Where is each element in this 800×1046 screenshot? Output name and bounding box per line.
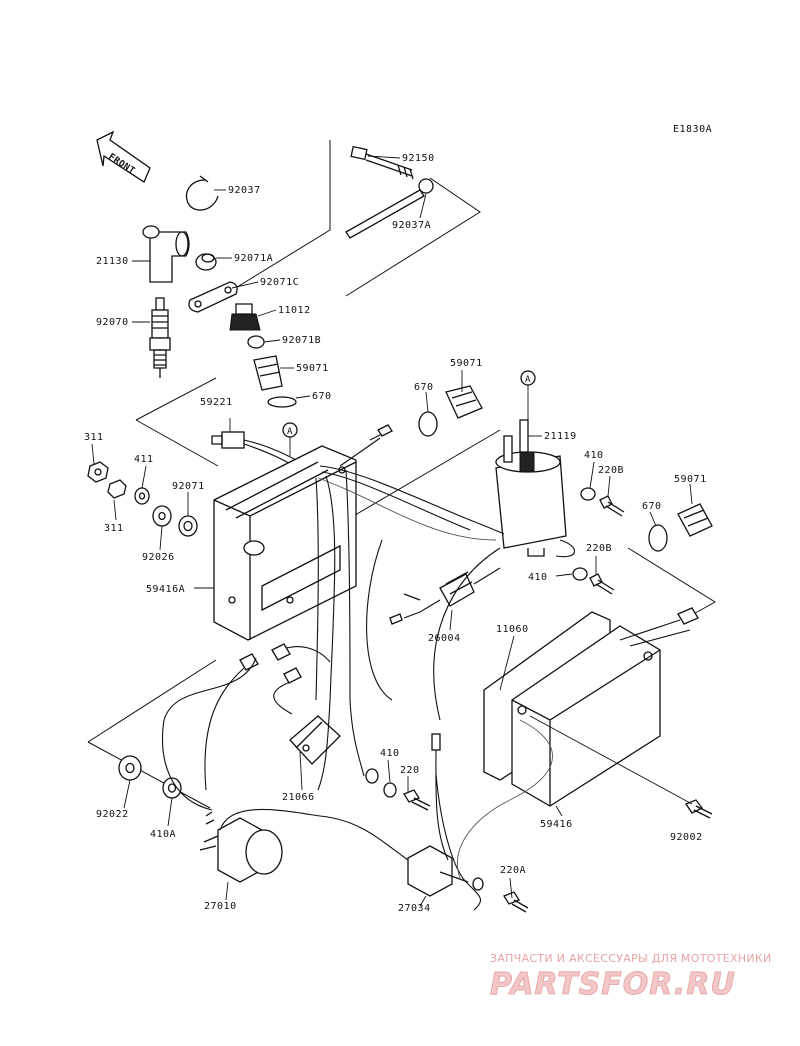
label-410A: 410A xyxy=(150,829,176,840)
label-220B-upper: 220B xyxy=(598,465,624,476)
spark-plug-92070-part xyxy=(149,297,171,378)
assembly-frame-lines xyxy=(87,140,716,809)
diagram-code: E1830A xyxy=(673,124,712,135)
grommet-92071B-part xyxy=(247,335,265,349)
leader-lines xyxy=(91,155,693,907)
label-411: 411 xyxy=(134,454,154,465)
nut-311-part xyxy=(87,461,109,483)
callout-a-left: A xyxy=(282,422,298,456)
clamp-92037-part xyxy=(185,175,219,211)
callout-a-right: A xyxy=(520,370,536,420)
wiring-harness xyxy=(162,424,576,911)
cap-11012-part xyxy=(229,303,261,331)
label-92026: 92026 xyxy=(142,552,175,563)
washer-410-upper-part xyxy=(580,487,596,501)
label-92071B: 92071B xyxy=(282,335,321,346)
label-670-middle: 670 xyxy=(414,382,434,393)
label-410-mid: 410 xyxy=(528,572,548,583)
bolt-220B-upper-part xyxy=(599,495,625,517)
label-92070: 92070 xyxy=(96,317,129,328)
label-59416: 59416 xyxy=(540,819,573,830)
label-21066: 21066 xyxy=(282,792,315,803)
washer-92022-part xyxy=(118,755,142,781)
o-ring-670-upper-part xyxy=(267,396,297,408)
label-92150: 92150 xyxy=(402,153,435,164)
plate-92071C-part xyxy=(188,281,238,313)
grommet-92071A-part xyxy=(195,253,217,271)
front-arrow-icon: FRONT xyxy=(96,130,151,183)
coupling-59071-right-part xyxy=(677,503,713,537)
label-11060: 11060 xyxy=(496,624,529,635)
label-21130: 21130 xyxy=(96,256,129,267)
label-92022: 92022 xyxy=(96,809,129,820)
washer-92026-part xyxy=(152,505,172,527)
label-311-upper: 311 xyxy=(84,432,104,443)
label-220: 220 xyxy=(400,765,420,776)
bolt-92002-part xyxy=(685,799,713,819)
label-92071: 92071 xyxy=(172,481,205,492)
label-26004: 26004 xyxy=(428,633,461,644)
bolt-220-part xyxy=(403,789,431,811)
washer-410-bottom-part xyxy=(365,768,379,784)
bolt-92150-part xyxy=(350,145,414,180)
label-670-upper: 670 xyxy=(312,391,332,402)
label-670-right: 670 xyxy=(642,501,662,512)
label-220B-lower: 220B xyxy=(586,543,612,554)
grommet-92071-part xyxy=(178,515,198,537)
washer-410-mid-part xyxy=(383,782,397,798)
regulator-21066-part xyxy=(289,715,341,765)
label-59071-right: 59071 xyxy=(674,474,707,485)
cable-strap-92037A-part xyxy=(345,178,434,239)
label-92071C: 92071C xyxy=(260,277,299,288)
label-311-lower: 311 xyxy=(104,523,124,534)
label-92002: 92002 xyxy=(670,832,703,843)
relay-27034-part xyxy=(407,845,484,897)
label-59071-upper: 59071 xyxy=(296,363,329,374)
coupling-59071-upper-part xyxy=(253,355,283,391)
part-labels: 92150 92037 92037A 21130 92071A 92071C 1… xyxy=(84,153,707,914)
washer-411-part xyxy=(134,487,150,505)
ignition-coil-21119-part xyxy=(495,419,567,557)
label-220A: 220A xyxy=(500,865,526,876)
label-59416A: 59416A xyxy=(146,584,185,595)
bolt-220B-lower-part xyxy=(589,573,615,595)
plug-cap-21130-part xyxy=(142,225,190,283)
o-ring-670-middle-part xyxy=(418,411,438,437)
coupling-59071-middle-part xyxy=(445,385,483,419)
svg-text:A: A xyxy=(525,375,531,385)
starter-relay-27010-part xyxy=(199,811,283,883)
washer-410-lower-part xyxy=(572,567,588,581)
watermark-logo: PARTSFOR.RU xyxy=(490,967,736,1002)
svg-text:A: A xyxy=(287,427,293,437)
label-92037: 92037 xyxy=(228,185,261,196)
label-410-lower: 410 xyxy=(380,748,400,759)
label-21119: 21119 xyxy=(544,431,577,442)
label-92037A: 92037A xyxy=(392,220,431,231)
bolt-220A-part xyxy=(503,891,529,913)
electric-case-59416A-part xyxy=(213,445,357,641)
label-59071-middle: 59071 xyxy=(450,358,483,369)
label-27010: 27010 xyxy=(204,901,237,912)
label-11012: 11012 xyxy=(278,305,311,316)
watermark: ЗАПЧАСТИ И АКСЕССУАРЫ ДЛЯ МОТОТЕХНИКИ PA… xyxy=(490,952,772,1003)
watermark-tagline: ЗАПЧАСТИ И АКСЕССУАРЫ ДЛЯ МОТОТЕХНИКИ xyxy=(490,952,772,965)
electric-case-cover-59416-part xyxy=(511,607,699,807)
label-27034: 27034 xyxy=(398,903,431,914)
nut-311-second-part xyxy=(107,479,127,499)
label-410-upper: 410 xyxy=(584,450,604,461)
fuse-holder-26004-part xyxy=(389,567,501,625)
label-92071A: 92071A xyxy=(234,253,273,264)
label-59221: 59221 xyxy=(200,397,233,408)
o-ring-670-right-part xyxy=(648,524,668,552)
